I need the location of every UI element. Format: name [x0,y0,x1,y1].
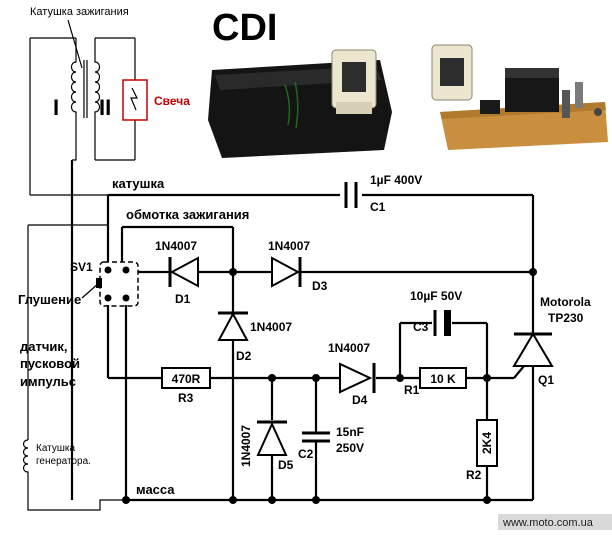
diode-d2: 1N4007 D2 [217,311,292,363]
coil-secondary-label: II [99,95,111,120]
trigger-label: пусковой [20,356,80,371]
d2-label: D2 [236,349,252,363]
d3-label: D3 [312,279,328,293]
c3-label: C3 [413,320,429,334]
gen-coil-label-2: генератора. [36,456,91,467]
winding-label: обмотка зажигания [126,207,249,222]
d3-part: 1N4007 [268,239,310,253]
resistor-r1: 10 K R1 [404,367,467,397]
c3-value: 10µF 50V [410,289,462,303]
watermark: www.moto.com.ua [502,517,594,529]
r1-label: R1 [404,383,420,397]
c2-value-2: 250V [336,441,364,455]
katushka-label: катушка [112,176,165,191]
cdi-board-photo [420,40,610,150]
diode-d4: 1N4007 D4 [328,341,376,407]
d2-part: 1N4007 [250,320,292,334]
d5-label: D5 [278,458,294,472]
c1-label: C1 [370,200,386,214]
r2-label: R2 [466,468,482,482]
q1-part: TP230 [548,311,584,325]
d4-part: 1N4007 [328,341,370,355]
gen-coil-label-1: Катушка [36,443,75,454]
r3-label: R3 [178,391,194,405]
c2-label: C2 [298,447,314,461]
massa-label: масса [136,482,175,497]
capacitor-c1: 1µF 400V C1 [340,173,422,214]
diode-d1: 1N4007 D1 [155,239,199,306]
pulse-label: импульс [20,374,76,389]
r3-value: 470R [172,372,201,386]
r2-value: 2K4 [480,432,494,454]
d1-label: D1 [175,292,191,306]
thyristor-q1: Motorola TP230 Q1 [512,295,591,390]
spark-plug-icon [122,79,148,121]
d5-part: 1N4007 [239,425,253,467]
resistor-r2: 2K4 R2 [466,419,498,482]
c1-value: 1µF 400V [370,173,422,187]
c2-value-1: 15nF [336,425,364,439]
q1-brand: Motorola [540,295,591,309]
capacitor-c2: 15nF 250V C2 [298,425,364,461]
capacitor-c3: 10µF 50V C3 [410,289,462,336]
kill-label: Глушение [18,292,81,307]
ignition-coil-block: Катушка зажигания I II Свеча [29,6,190,196]
sensor-label: датчик, [20,339,68,354]
page-title: CDI [212,7,277,49]
r1-value: 10 K [430,372,456,386]
spark-plug-label: Свеча [154,94,190,108]
resistor-r3: 470R R3 [161,367,211,405]
coil-primary-label: I [53,95,59,120]
ignition-coil-label: Катушка зажигания [30,6,129,18]
watermark-bg [498,514,612,530]
cdi-unit-photo [205,49,405,158]
d4-label: D4 [352,393,368,407]
q1-label: Q1 [538,373,554,387]
diode-d3: 1N4007 D3 [268,239,328,293]
sv1-label: SV1 [70,260,93,274]
d1-part: 1N4007 [155,239,197,253]
junction-dots [122,268,537,504]
diode-d5: 1N4007 D5 [239,420,294,472]
